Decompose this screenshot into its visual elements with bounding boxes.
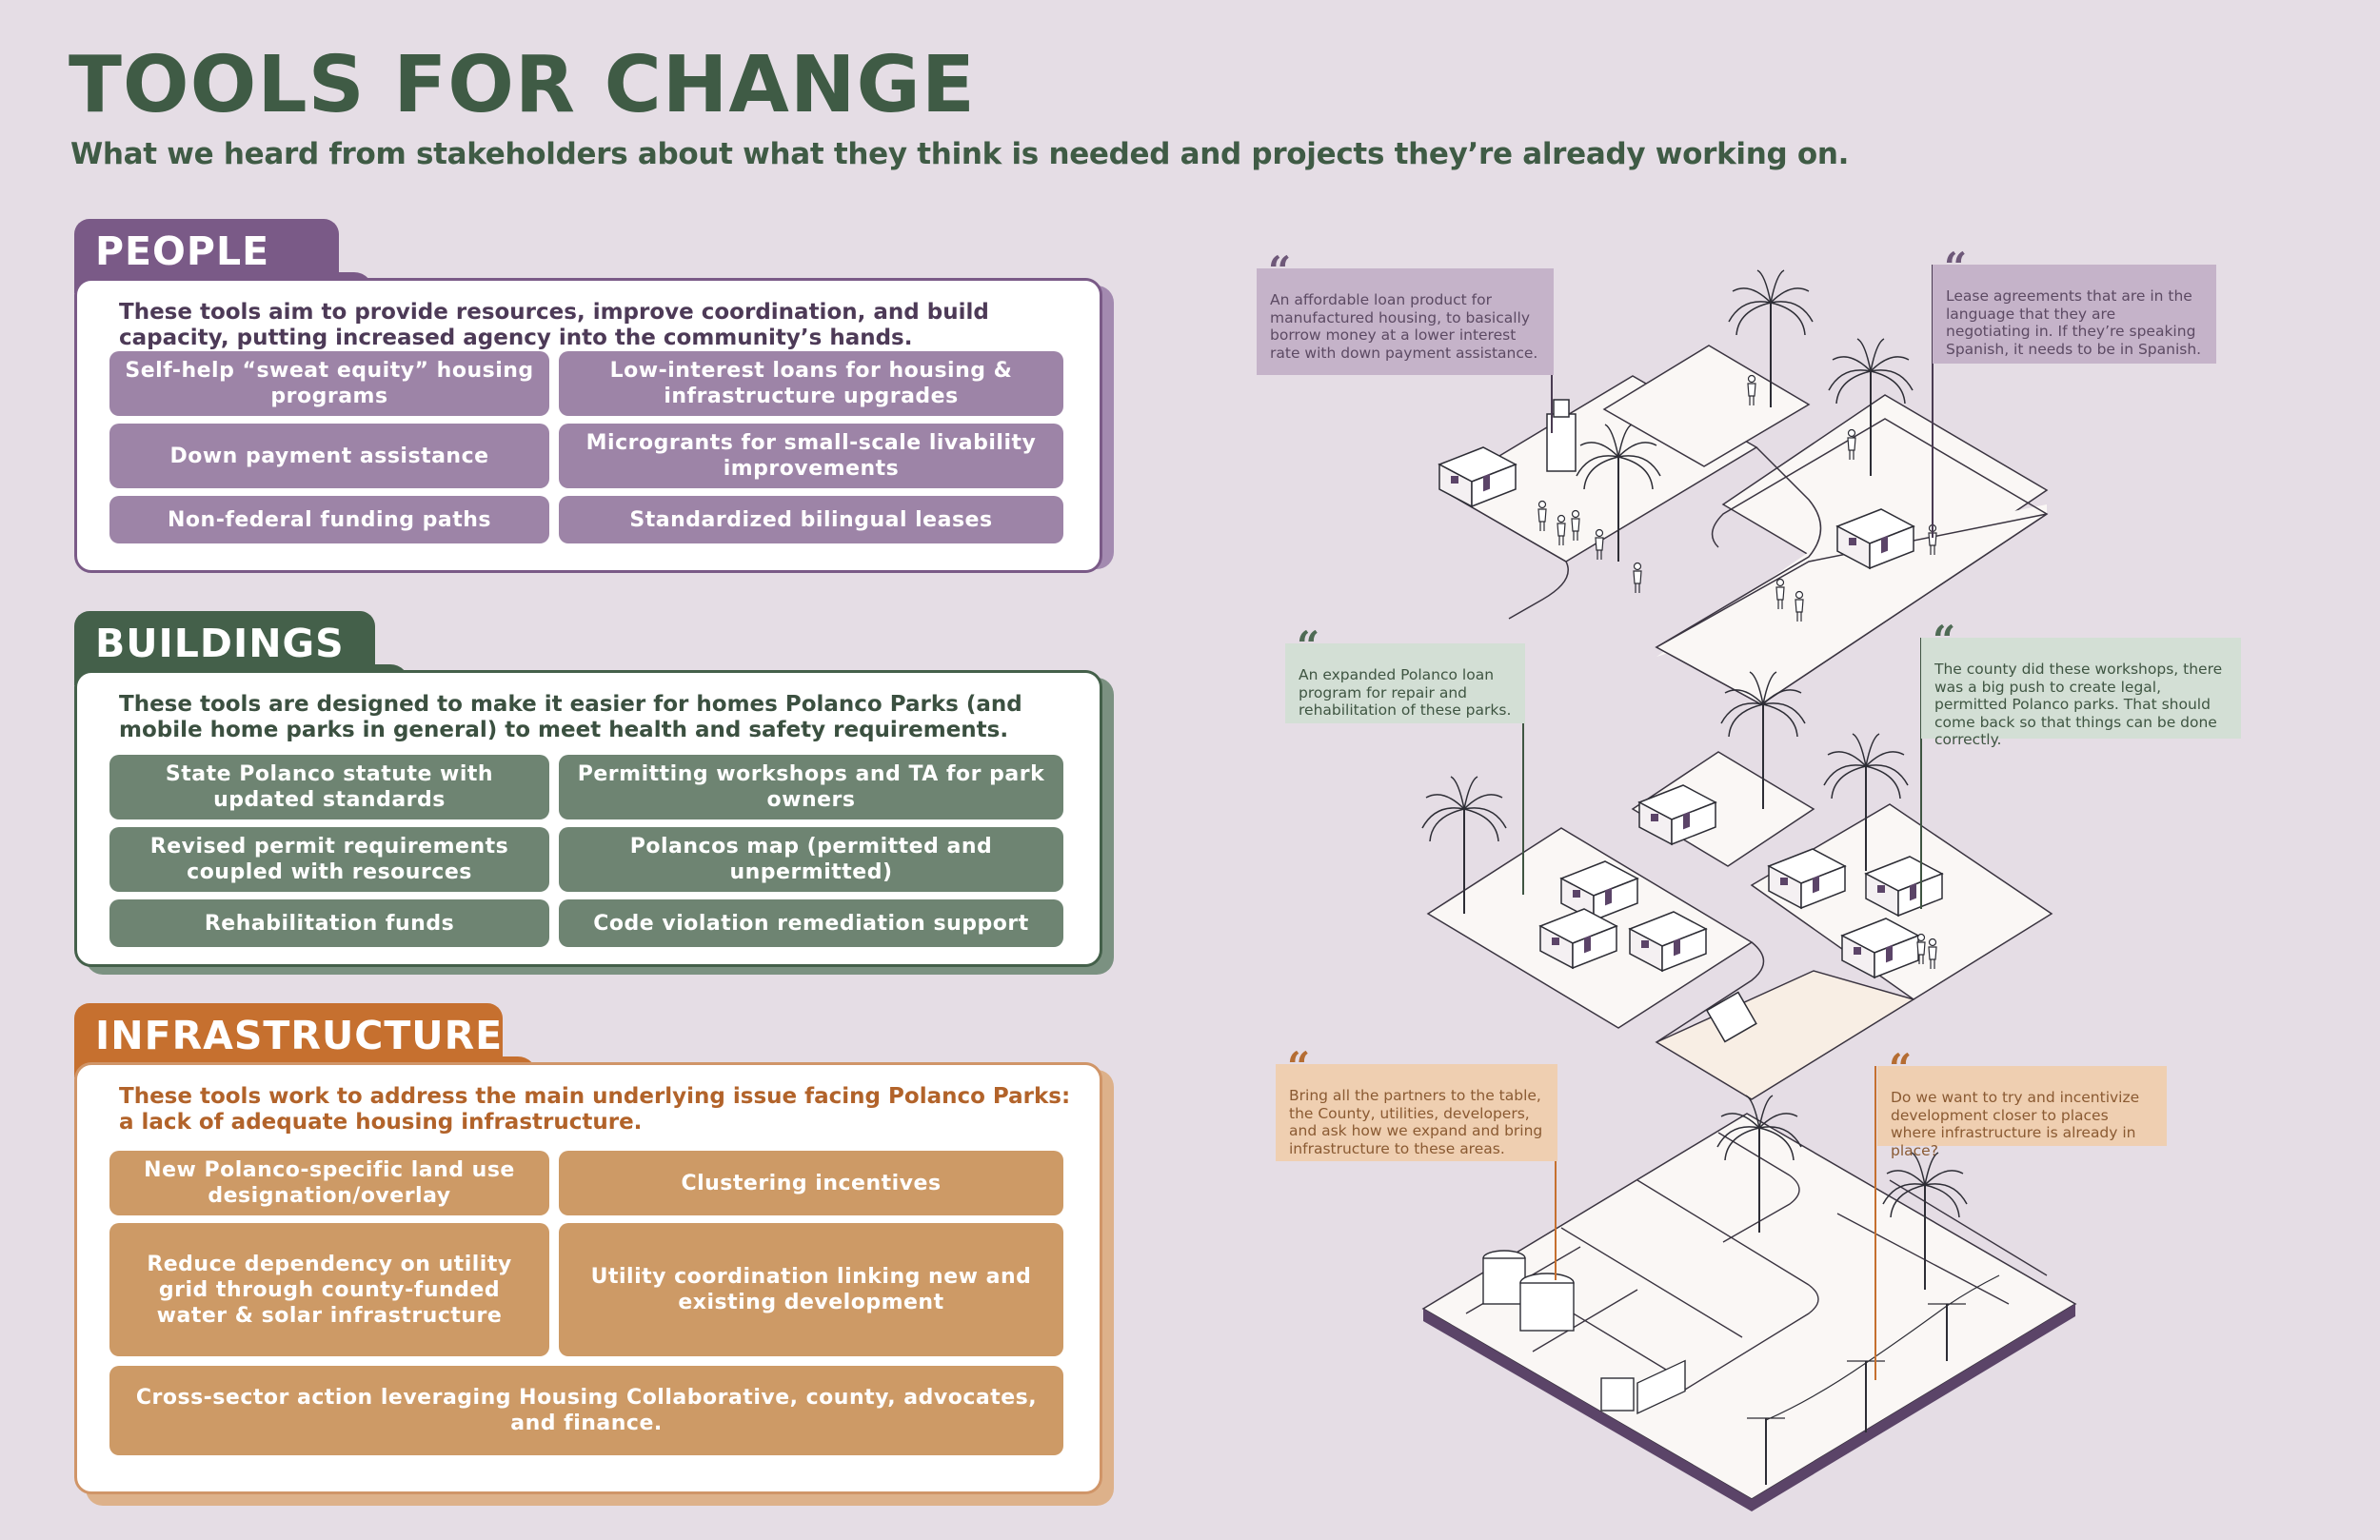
quote-text: Bring all the partners to the table, the… <box>1289 1087 1543 1157</box>
panel-people: These tools aim to provide resources, im… <box>74 278 1102 573</box>
section-people: PEOPLE These tools aim to provide resour… <box>74 219 1114 590</box>
tool-chip: Rehabilitation funds <box>109 899 549 947</box>
quote-mark-icon: “ <box>1268 247 1292 294</box>
tool-chip: New Polanco-specific land use designatio… <box>109 1151 549 1215</box>
quote-county-workshops: “ The county did these workshops, there … <box>1921 621 2241 748</box>
quote-affordable-loan: “ An affordable loan product for manufac… <box>1257 251 1554 375</box>
tool-chip: Down payment assistance <box>109 424 549 488</box>
quote-text: Lease agreements that are in the languag… <box>1946 287 2202 358</box>
quote-text: An affordable loan product for manufactu… <box>1270 291 1538 362</box>
quote-text: The county did these workshops, there wa… <box>1934 661 2223 748</box>
quote-mark-icon: “ <box>1297 622 1320 669</box>
quote-incentivize-development: “ Do we want to try and incentivize deve… <box>1877 1049 2167 1159</box>
quote-text: Do we want to try and incentivize develo… <box>1891 1089 2140 1159</box>
tool-chip: Microgrants for small-scale livability i… <box>559 424 1063 488</box>
section-intro: These tools are designed to make it easi… <box>119 692 1022 742</box>
quote-mark-icon: “ <box>1889 1045 1913 1092</box>
quote-expanded-loan: “ An expanded Polanco loan program for r… <box>1285 626 1525 723</box>
quote-mark-icon: “ <box>1933 617 1956 663</box>
tool-chip: Permitting workshops and TA for park own… <box>559 755 1063 819</box>
tool-chip: State Polanco statute with updated stand… <box>109 755 549 819</box>
tool-chip: Cross-sector action leveraging Housing C… <box>109 1366 1063 1455</box>
quote-mark-icon: “ <box>1287 1043 1311 1090</box>
panel-infrastructure: These tools work to address the main und… <box>74 1062 1102 1494</box>
tool-chip: Polancos map (permitted and unpermitted) <box>559 827 1063 892</box>
panel-buildings: These tools are designed to make it easi… <box>74 670 1102 967</box>
tool-chip: Utility coordination linking new and exi… <box>559 1223 1063 1356</box>
tool-chip: Non-federal funding paths <box>109 496 549 543</box>
tool-chip: Code violation remediation support <box>559 899 1063 947</box>
section-infrastructure: INFRASTRUCTURE These tools work to addre… <box>74 1003 1114 1508</box>
tool-chip: Revised permit requirements coupled with… <box>109 827 549 892</box>
quote-mark-icon: “ <box>1944 244 1968 290</box>
quote-text: An expanded Polanco loan program for rep… <box>1299 666 1512 719</box>
tool-chip: Clustering incentives <box>559 1151 1063 1215</box>
tool-chip: Reduce dependency on utility grid throug… <box>109 1223 549 1356</box>
tool-chip: Standardized bilingual leases <box>559 496 1063 543</box>
tool-chip: Low-interest loans for housing & infrast… <box>559 351 1063 416</box>
tool-chip: Self-help “sweat equity” housing program… <box>109 351 549 416</box>
section-buildings: BUILDINGS These tools are designed to ma… <box>74 611 1114 982</box>
quote-bilingual-lease: “ Lease agreements that are in the langu… <box>1933 247 2216 364</box>
page-title: TOOLS FOR CHANGE <box>69 40 976 130</box>
page-subtitle: What we heard from stakeholders about wh… <box>70 137 1850 171</box>
quote-partners-table: “ Bring all the partners to the table, t… <box>1276 1047 1557 1161</box>
section-intro: These tools work to address the main und… <box>119 1084 1071 1135</box>
section-intro: These tools aim to provide resources, im… <box>119 300 989 350</box>
